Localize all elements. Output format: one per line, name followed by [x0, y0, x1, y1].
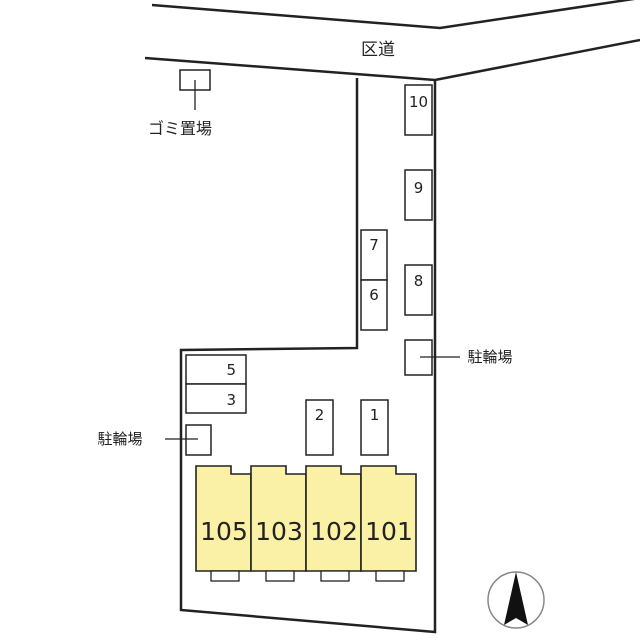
parking-space-10: 10	[404, 84, 433, 136]
unit-105: 105	[195, 465, 252, 582]
svg-text:1: 1	[370, 406, 380, 424]
parking-space-1: 1	[360, 399, 389, 456]
svg-text:2: 2	[315, 406, 325, 424]
svg-text:105: 105	[200, 517, 248, 546]
svg-text:7: 7	[369, 236, 379, 254]
parking-space-3: 3	[185, 383, 247, 414]
bike-parking-right-label: 駐輪場	[467, 348, 512, 366]
parking-space-5: 5	[185, 354, 247, 385]
parking-space-6: 6	[360, 279, 388, 331]
parking-space-7: 7	[360, 229, 388, 281]
north-arrow-icon	[487, 571, 545, 629]
svg-text:102: 102	[310, 517, 358, 546]
svg-text:101: 101	[365, 517, 413, 546]
parking-space-8: 8	[404, 264, 433, 316]
parking-space-2: 2	[305, 399, 334, 456]
svg-text:103: 103	[255, 517, 303, 546]
svg-text:10: 10	[409, 93, 428, 111]
unit-101: 101	[360, 465, 417, 582]
road-edge-north	[151, 0, 636, 30]
unit-103: 103	[250, 465, 307, 582]
unit-102: 102	[305, 465, 362, 582]
svg-text:8: 8	[414, 272, 424, 290]
svg-text:5: 5	[226, 361, 236, 379]
svg-text:6: 6	[369, 286, 379, 304]
garbage-label: ゴミ置場	[148, 119, 212, 138]
parking-space-9: 9	[404, 169, 433, 221]
bike-parking-left-label: 駐輪場	[97, 430, 142, 448]
svg-text:9: 9	[414, 179, 424, 197]
road-label: 区道	[361, 40, 395, 60]
bike-parking-left	[185, 424, 212, 456]
svg-text:3: 3	[226, 391, 236, 409]
site-boundary	[179, 78, 437, 634]
